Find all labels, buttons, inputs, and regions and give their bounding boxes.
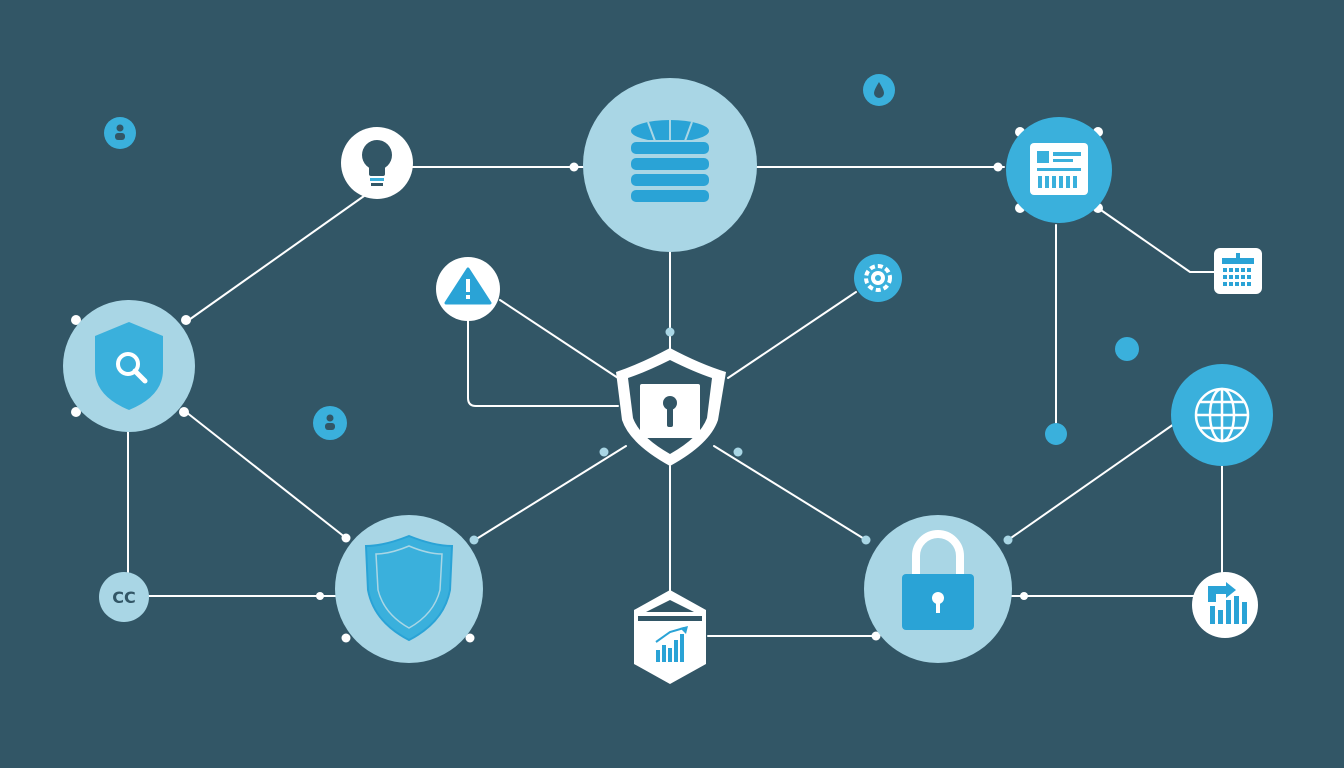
connector-dots	[71, 127, 1103, 643]
connector-dot	[469, 535, 479, 545]
line-gear-center	[727, 291, 857, 379]
line-lightbulb-shieldsearch	[185, 195, 365, 323]
node-bar-chart[interactable]	[1192, 572, 1258, 638]
connector-dot	[71, 315, 81, 325]
connector-dot	[71, 407, 81, 417]
connector-dot	[733, 447, 743, 457]
drop-icon	[874, 82, 884, 98]
globe-icon	[1194, 387, 1250, 443]
line-warning-center	[499, 299, 619, 379]
line-padlock-globe	[1007, 423, 1175, 541]
user-icon	[325, 414, 335, 430]
database-icon	[629, 118, 711, 204]
shield-keyhole-icon	[640, 384, 700, 438]
connector-dots-blue	[469, 327, 1013, 545]
connector-dot	[465, 633, 475, 643]
connector-dot	[179, 407, 189, 417]
gear-icon	[864, 264, 892, 292]
connection-lines	[127, 166, 1223, 637]
connector-dot	[665, 327, 675, 337]
connector-dot	[993, 162, 1003, 172]
line-center-padlock	[713, 445, 867, 541]
user-dot-2	[313, 406, 347, 440]
shield-icon	[364, 534, 454, 642]
node-calendar[interactable]	[1214, 248, 1262, 294]
node-database[interactable]	[583, 78, 757, 252]
node-warning[interactable]	[436, 257, 500, 321]
node-central-shield[interactable]	[616, 348, 726, 466]
connector-dot	[1003, 535, 1013, 545]
drop-dot	[863, 74, 895, 106]
node-padlock[interactable]	[864, 515, 1012, 663]
node-analytics[interactable]	[634, 590, 706, 684]
connector-dot	[599, 447, 609, 457]
line-shield-center	[477, 445, 627, 539]
connector-dot	[341, 633, 351, 643]
node-shield[interactable]	[335, 515, 483, 663]
line-shieldsearch-shield	[185, 411, 347, 539]
node-shield-search[interactable]	[63, 300, 195, 432]
bar-chart-icon	[1208, 582, 1247, 624]
user-icon	[115, 124, 125, 140]
connector-dot	[569, 162, 579, 172]
floating-dot	[1115, 337, 1139, 361]
connector-dot	[341, 533, 351, 543]
connector-dot	[871, 631, 881, 641]
connector-dot	[861, 535, 871, 545]
padlock-icon	[902, 530, 974, 630]
node-dashboard[interactable]	[1006, 117, 1112, 223]
line-dashboard-calendar	[1097, 207, 1215, 273]
calendar-icon	[1222, 253, 1254, 286]
connector-dot	[1020, 592, 1028, 600]
cc-icon: CC	[112, 588, 135, 607]
node-lightbulb[interactable]	[341, 127, 413, 199]
floating-dot	[1045, 423, 1067, 445]
user-dot-1	[104, 117, 136, 149]
node-globe[interactable]	[1171, 364, 1273, 466]
warning-icon	[444, 267, 492, 305]
shield-search-icon	[95, 322, 163, 410]
analytics-hexagon-icon	[638, 600, 702, 662]
node-cc[interactable]: CC	[99, 572, 149, 622]
floating-dots	[104, 74, 1139, 445]
lightbulb-icon	[362, 140, 392, 186]
connector-dot	[316, 592, 324, 600]
connector-dot	[181, 315, 191, 325]
node-gear[interactable]	[854, 254, 902, 302]
line-warning-loop	[467, 317, 619, 407]
dashboard-icon	[1030, 143, 1088, 195]
